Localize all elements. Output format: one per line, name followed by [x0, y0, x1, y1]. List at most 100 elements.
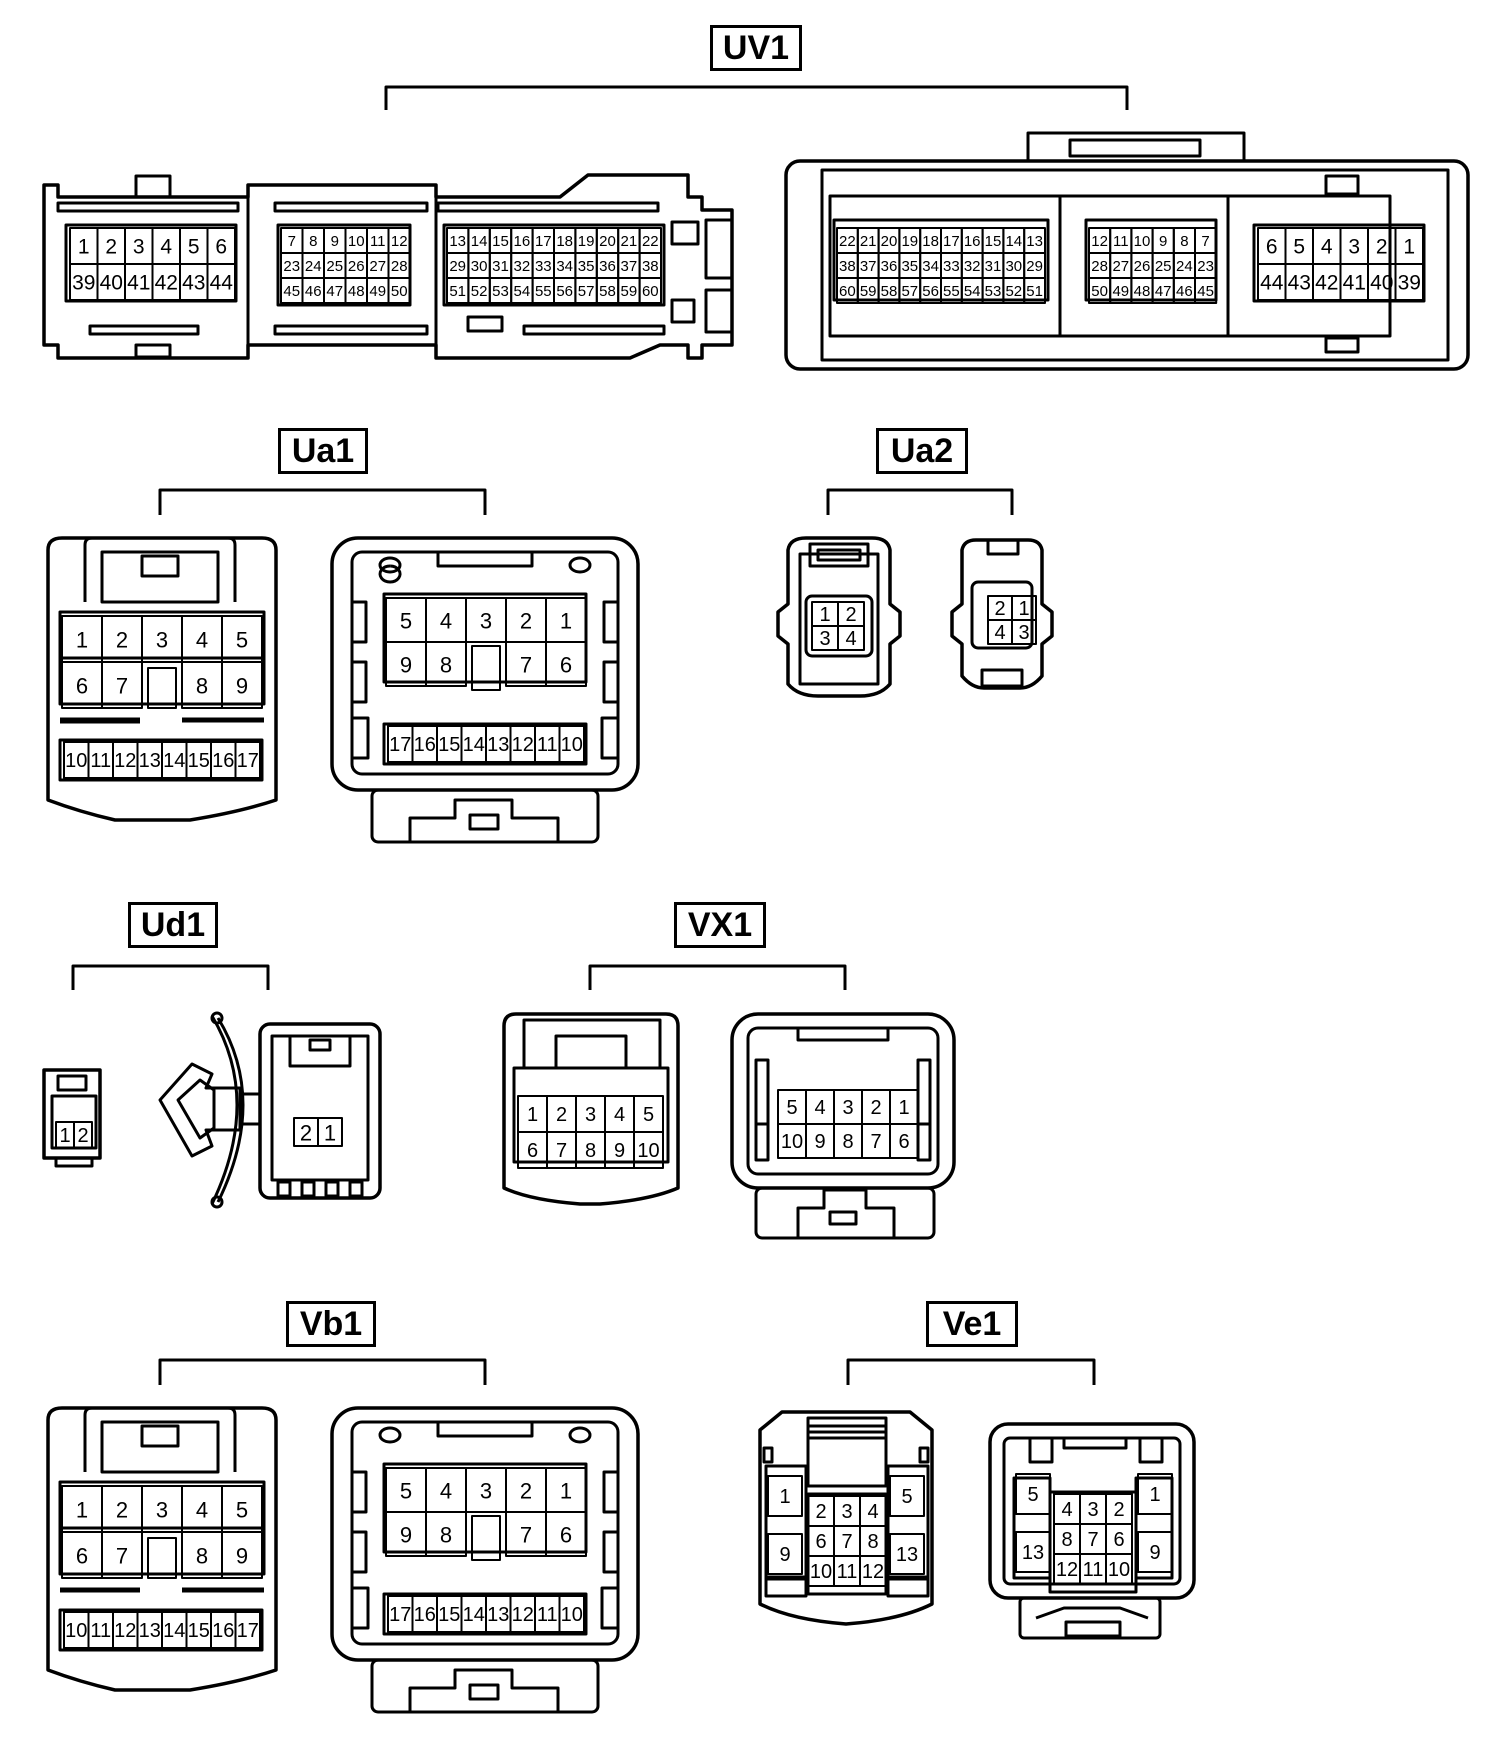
uv1-right-b-pin-label: 45 — [1197, 283, 1214, 300]
uv1-left-c-pin-label: 35 — [578, 258, 595, 275]
uv1-left-a-pin-label: 39 — [72, 272, 95, 295]
ua2-right-pin-label: 2 — [994, 598, 1005, 620]
uv1-left-b-pin-label: 8 — [309, 233, 317, 250]
uv1-left-a-pin-label: 2 — [105, 236, 117, 259]
vb1-right-pin-label: 14 — [463, 1604, 485, 1626]
ve1-right-pin-label: 4 — [1061, 1499, 1072, 1521]
uv1-left-b-pin-label: 24 — [305, 258, 322, 275]
ve1-right-cavity — [1137, 1531, 1173, 1573]
uv1-right-a-pin-label: 32 — [964, 258, 981, 275]
ua1-right-pin-label: 2 — [520, 609, 532, 634]
uv1-right-a-pin-label: 37 — [860, 258, 877, 275]
ve1-left-cavity — [889, 1533, 925, 1575]
uv1-left-b-pin-label: 28 — [391, 258, 408, 275]
vx1-right-pin-label: 5 — [786, 1097, 797, 1119]
uv1-left-b-pin-label: 23 — [283, 258, 300, 275]
vb1-right-pin-label: 17 — [389, 1604, 411, 1626]
vx1-left-pin-label: 5 — [643, 1104, 654, 1126]
vb1-right-pin-label: 7 — [520, 1523, 532, 1548]
uv1-right-c-pin-label: 6 — [1266, 236, 1278, 259]
vb1-right-pin-label: 2 — [520, 1479, 532, 1504]
uv1-left-a-pin-label: 40 — [100, 272, 123, 295]
uv1-left-b-pin-label: 45 — [283, 283, 300, 300]
uv1-right-a-pin-label: 59 — [860, 283, 877, 300]
uv1-right-a-pin-label: 60 — [839, 283, 856, 300]
uv1-right-a-pin-label: 19 — [901, 233, 918, 250]
uv1-right-a-pin-label: 54 — [964, 283, 981, 300]
uv1-left-c-pin-label: 55 — [535, 283, 552, 300]
ua1-left-pin-label: 8 — [196, 674, 208, 699]
ua1-left-pin-label: 6 — [76, 674, 88, 699]
uv1-right-c-pin-label: 41 — [1343, 272, 1366, 295]
label-ua1-text: Ua1 — [291, 432, 355, 470]
uv1-left-c-pin-label: 32 — [514, 258, 531, 275]
connector-label-ve1: Ve1 — [926, 1301, 1018, 1347]
uv1-right-b-pin-label: 27 — [1112, 258, 1129, 275]
ua1-left-pin-label: 5 — [236, 628, 248, 653]
vx1-right-pin-label: 8 — [842, 1131, 853, 1153]
ve1-left-cavity — [767, 1475, 803, 1517]
vb1-right-cavity — [545, 1511, 587, 1557]
vb1-bracket — [158, 1358, 487, 1385]
uv1-left-b-cavity — [387, 277, 411, 304]
uv1-left-c-pin-label: 13 — [449, 233, 466, 250]
uv1-left-c-pin-label: 18 — [556, 233, 573, 250]
uv1-right-a-pin-label: 13 — [1026, 233, 1043, 250]
ua2-left-cavity — [837, 625, 865, 651]
uv1-left-c-pin-label: 56 — [556, 283, 573, 300]
uv1-right-a-pin-label: 33 — [943, 258, 960, 275]
uv1-right-c-pin-label: 3 — [1348, 236, 1360, 259]
ua1-left-pin-label: 16 — [212, 750, 234, 772]
vb1-left-pin-label: 2 — [116, 1498, 128, 1523]
vb1-right-pin-label: 10 — [561, 1604, 583, 1626]
uv1-right-c-pin-label: 44 — [1260, 272, 1284, 295]
ve1-right-pin-label: 6 — [1113, 1529, 1124, 1551]
uv1-right-b-pin-label: 50 — [1091, 283, 1108, 300]
uv1-right-c-pin-label: 40 — [1370, 272, 1393, 295]
uv1-left-c-pin-label: 15 — [492, 233, 509, 250]
ua2-left-pin-label: 1 — [819, 604, 830, 626]
uv1-right-b-pin-label: 8 — [1180, 233, 1188, 250]
uv1-left-a-cavity — [206, 263, 236, 301]
vb1-left-pin-label: 5 — [236, 1498, 248, 1523]
uv1-left-b-pin-label: 47 — [326, 283, 343, 300]
ua1-left-pin-label: 13 — [139, 750, 161, 772]
ua2-left-pin-label: 4 — [845, 628, 856, 650]
ua1-right-cavity — [545, 641, 587, 687]
uv1-left-c-pin-label: 34 — [556, 258, 573, 275]
uv1-left-c-pin-label: 52 — [471, 283, 488, 300]
uv1-left-c-pin-label: 14 — [471, 233, 488, 250]
ve1-left-pin-label: 3 — [841, 1501, 852, 1523]
vb1-right-pin-label: 15 — [438, 1604, 460, 1626]
ve1-left-pin-label: 9 — [779, 1544, 790, 1566]
connector-label-vx1: VX1 — [674, 902, 766, 948]
ua1-left-pin-label: 3 — [156, 628, 168, 653]
uv1-right-b-pin-label: 23 — [1197, 258, 1214, 275]
uv1-right-a-pin-label: 55 — [943, 283, 960, 300]
uv1-left-a-pin-label: 42 — [155, 272, 178, 295]
vx1-right-cavity — [889, 1123, 919, 1159]
uv1-left-c-pin-label: 51 — [449, 283, 466, 300]
ve1-left-pin-label: 7 — [841, 1531, 852, 1553]
uv1-right-a-pin-label: 58 — [881, 283, 898, 300]
uv1-right-b-cavity — [1194, 277, 1218, 304]
uv1-left-a-pin-label: 1 — [78, 236, 90, 259]
ud1-bracket — [71, 964, 270, 990]
label-ua2-text: Ua2 — [890, 432, 954, 470]
ud1-right-pin-label: 2 — [300, 1121, 312, 1146]
ua1-right-pin-label: 15 — [438, 734, 460, 756]
vx1-left-pin-label: 7 — [556, 1140, 567, 1162]
ua1-right-pin-label: 11 — [537, 734, 558, 756]
ua2-right-cavity — [1011, 619, 1037, 645]
ud1-left-pin-label: 1 — [59, 1125, 70, 1147]
vb1-right-pin-label: 5 — [400, 1479, 412, 1504]
ua1-left-cavity — [221, 661, 263, 709]
uv1-right-c-cavity — [1394, 263, 1424, 301]
vx1-right-pin-label: 1 — [898, 1097, 909, 1119]
ud1-right-cavity — [317, 1117, 343, 1147]
